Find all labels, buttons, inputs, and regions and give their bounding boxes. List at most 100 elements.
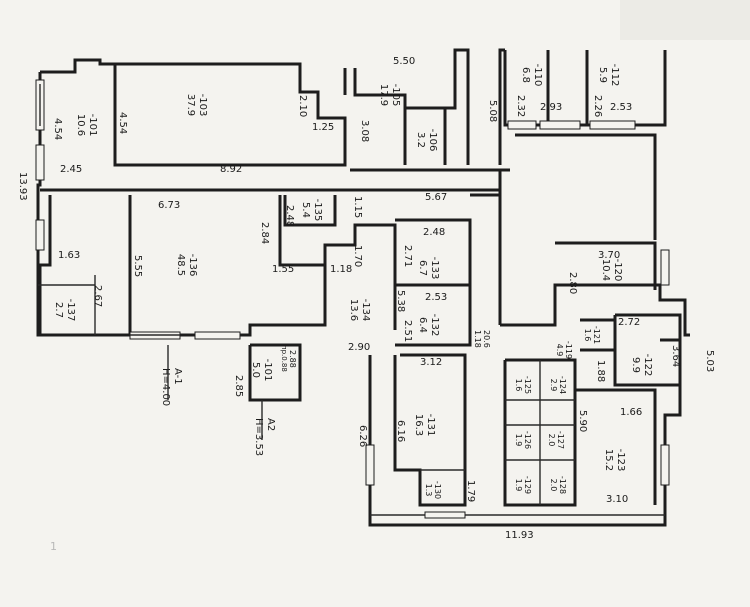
dimension: 2.48: [423, 227, 445, 238]
dimension: 2.88: [288, 350, 297, 368]
room-id: -126: [523, 431, 532, 449]
room-area: 13.6: [348, 299, 359, 321]
dimension: 2.10: [297, 95, 308, 117]
dimension: 6.26: [357, 425, 368, 447]
room-area: 1.9: [514, 434, 523, 447]
section-label: A2: [265, 418, 276, 431]
section-label: A-1: [172, 368, 183, 385]
room-id: -134: [360, 299, 371, 322]
room-id: -122: [642, 354, 653, 377]
dimension: 2.80: [567, 272, 578, 294]
dimension: 2.48: [284, 205, 295, 227]
room-area: 16.3: [413, 414, 424, 436]
room-id: -133: [429, 257, 440, 280]
dimension: 11.93: [505, 530, 534, 541]
height-label: H=3.53: [253, 418, 264, 456]
room-area: 6.7: [417, 260, 428, 276]
dimension: 1.15: [352, 196, 363, 218]
scan-shade: [620, 0, 750, 40]
dimension: 5.90: [577, 410, 588, 432]
dimension: 5.03: [704, 350, 715, 372]
corridor-dim: 1.18: [473, 330, 482, 348]
dimension: 6.16: [395, 420, 406, 442]
dimension: 3.12: [420, 357, 442, 368]
room-id: -120: [612, 259, 623, 282]
room-id: -131: [425, 414, 436, 437]
dimension: 8.92: [220, 164, 242, 175]
dimension: 5.08: [487, 100, 498, 122]
dimension: 2.72: [618, 317, 640, 328]
room-area: 1.6: [583, 329, 592, 342]
dimension: 1.79: [465, 480, 476, 502]
room-area: 2.0: [549, 479, 558, 492]
room-id: -119: [564, 341, 573, 359]
room-area: 17.9: [378, 84, 389, 106]
room-area: 1.3: [424, 484, 433, 497]
windows: [35, 79, 670, 519]
dimension: 3.10: [606, 494, 628, 505]
room-area: 1.6: [514, 379, 523, 392]
dimension: 2.84: [259, 222, 270, 244]
room-id: -101: [87, 114, 98, 137]
dimension: 4.54: [117, 112, 128, 134]
room-id: -125: [523, 376, 532, 394]
dimension: 1.66: [620, 407, 642, 418]
room-id: -123: [615, 449, 626, 472]
dimension: 3.64: [670, 345, 681, 367]
room-labels: -101 10.6 -103 37.9 -105 17.9 -106 3.2 -…: [53, 64, 653, 499]
corridor-area: 20.6: [482, 330, 491, 348]
dimension: 2.71: [402, 245, 413, 267]
room-area: 5.9: [597, 67, 608, 83]
wall-note: пр.0.88: [280, 345, 288, 372]
room-area: 4.9: [555, 344, 564, 357]
room-area: 2.7: [53, 302, 64, 318]
dimension: 2.32: [515, 95, 526, 117]
dimension: 1.55: [272, 264, 294, 275]
dimension: 6.73: [158, 200, 180, 211]
room-area: 3.2: [415, 132, 426, 148]
dimension: 1.70: [352, 245, 363, 267]
dimension: 2.93: [540, 102, 562, 113]
room-area: 10.6: [75, 114, 86, 136]
room-id: -124: [558, 376, 567, 394]
scan-mark: 1: [50, 540, 57, 553]
room-id: -106: [427, 129, 438, 152]
height-label: H=4.00: [160, 368, 171, 406]
room-id: -129: [523, 476, 532, 494]
dimension: 5.50: [393, 56, 415, 67]
room-area: 9.9: [630, 357, 641, 373]
room-id: -101: [262, 359, 273, 382]
room-id: -132: [429, 314, 440, 337]
dimension: 5.67: [425, 192, 447, 203]
dimension: 1.88: [595, 360, 606, 382]
dimension: 2.53: [425, 292, 447, 303]
dimension-labels: 5.50 2.32 2.93 2.26 2.53 2.10 4.54 4.54 …: [17, 56, 715, 541]
room-id: -103: [197, 94, 208, 117]
dimension: 5.38: [395, 290, 406, 312]
room-area: 1.9: [514, 479, 523, 492]
dimension: 1.63: [58, 250, 80, 261]
dimension: 2.26: [592, 95, 603, 117]
room-area: 5.4: [300, 202, 311, 218]
room-id: -127: [556, 431, 565, 449]
thin-lines: [38, 275, 665, 516]
misc-labels: A-1 H=4.00 A2 H=3.53 пр.0.88 1.18 20.6: [160, 330, 491, 456]
room-id: -105: [390, 84, 401, 107]
room-id: -112: [609, 64, 620, 87]
dimension: 1.18: [330, 264, 352, 275]
room-area: 6.4: [417, 317, 428, 333]
dimension: 13.93: [17, 172, 28, 201]
room-id: -128: [558, 476, 567, 494]
room-id: -136: [187, 254, 198, 277]
room-area: 2.0: [547, 434, 556, 447]
room-id: -137: [65, 299, 76, 322]
dimension: 3.70: [598, 250, 620, 261]
walls: [36, 48, 690, 527]
room-area: 5.0: [250, 362, 261, 378]
dimension: 2.51: [402, 320, 413, 342]
room-area: 10.4: [600, 259, 611, 281]
dimension: 4.54: [52, 118, 63, 140]
room-area: 6.8: [520, 67, 531, 83]
dimension: 1.25: [312, 122, 334, 133]
